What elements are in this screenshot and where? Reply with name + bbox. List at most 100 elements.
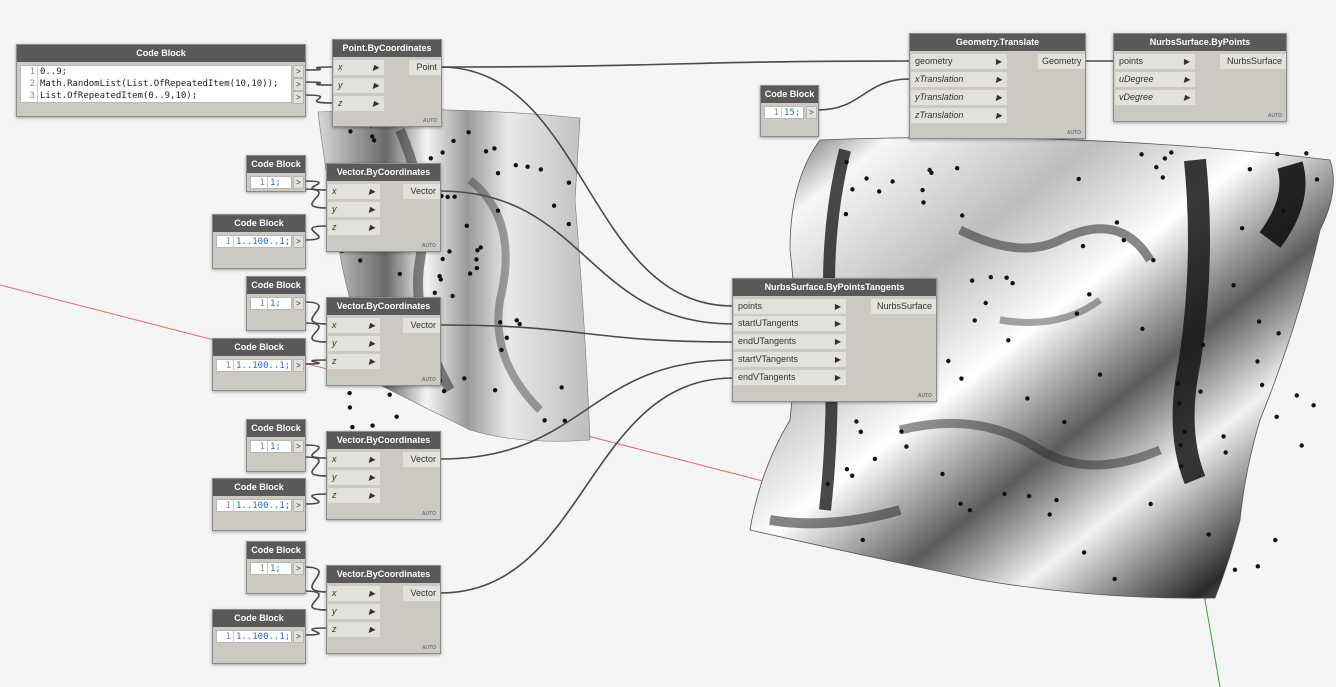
node-title[interactable]: Code Block bbox=[213, 479, 305, 496]
code-line[interactable]: Math.RandomList(List.OfRepeatedItem(10,1… bbox=[40, 79, 279, 89]
output-port-point[interactable]: Point bbox=[409, 60, 441, 75]
input-port-z[interactable]: z▶ bbox=[334, 96, 384, 111]
input-port-y[interactable]: y▶ bbox=[328, 470, 380, 485]
input-port-end-u-tangents[interactable]: endUTangents▶ bbox=[734, 334, 846, 349]
output-port-vector[interactable]: Vector bbox=[403, 452, 440, 467]
input-port-x-translation[interactable]: xTranslation▶ bbox=[911, 72, 1007, 87]
node-title[interactable]: Geometry.Translate bbox=[910, 34, 1085, 51]
code-line[interactable]: 1..100..1; bbox=[236, 361, 291, 371]
output-port-nurbs-surface[interactable]: NurbsSurface bbox=[871, 299, 936, 314]
output-port-geometry[interactable]: Geometry bbox=[1038, 54, 1085, 69]
output-port-vector[interactable]: Vector bbox=[403, 586, 440, 601]
node-title[interactable]: Code Block bbox=[213, 339, 305, 356]
input-port-u-degree[interactable]: uDegree▶ bbox=[1115, 72, 1195, 87]
geometry-translate-node[interactable]: Geometry.Translate geometry▶ xTranslatio… bbox=[909, 33, 1086, 139]
node-title[interactable]: Code Block bbox=[247, 277, 305, 294]
node-title[interactable]: Vector.ByCoordinates bbox=[327, 164, 440, 181]
input-port-y[interactable]: y▶ bbox=[334, 78, 384, 93]
node-title[interactable]: Vector.ByCoordinates bbox=[327, 298, 440, 315]
output-port[interactable]: > bbox=[293, 359, 304, 372]
output-port[interactable]: > bbox=[293, 499, 304, 512]
output-port[interactable]: > bbox=[806, 106, 817, 119]
nurbs-surface-by-points-tangents-node[interactable]: NurbsSurface.ByPointsTangents points▶ st… bbox=[732, 278, 937, 402]
vector-by-coordinates-node[interactable]: Vector.ByCoordinates x▶ y▶ z▶ Vector AUT… bbox=[326, 565, 441, 654]
code-line[interactable]: 1; bbox=[270, 442, 281, 452]
code-line[interactable]: 1; bbox=[270, 178, 281, 188]
output-port[interactable]: > bbox=[293, 176, 304, 189]
node-title[interactable]: Vector.ByCoordinates bbox=[327, 432, 440, 449]
input-port-end-v-tangents[interactable]: endVTangents▶ bbox=[734, 370, 846, 385]
output-port[interactable]: > bbox=[293, 91, 304, 104]
code-line[interactable]: 15; bbox=[784, 108, 801, 118]
vector-by-coordinates-node[interactable]: Vector.ByCoordinates x▶ y▶ z▶ Vector AUT… bbox=[326, 431, 441, 520]
input-port-y[interactable]: y▶ bbox=[328, 604, 380, 619]
input-port-x[interactable]: x▶ bbox=[328, 452, 380, 467]
input-port-z-translation[interactable]: zTranslation▶ bbox=[911, 108, 1007, 123]
input-port-z[interactable]: z▶ bbox=[328, 488, 380, 503]
input-port-start-u-tangents[interactable]: startUTangents▶ bbox=[734, 316, 846, 331]
code-line[interactable]: 1; bbox=[270, 564, 281, 574]
code-line[interactable]: 1..100..1; bbox=[236, 237, 291, 247]
nurbs-surface-by-points-node[interactable]: NurbsSurface.ByPoints points▶ uDegree▶ v… bbox=[1113, 33, 1287, 122]
output-port[interactable]: > bbox=[293, 78, 304, 91]
input-port-z[interactable]: z▶ bbox=[328, 354, 380, 369]
input-port-points[interactable]: points▶ bbox=[734, 299, 846, 314]
input-port-y[interactable]: y▶ bbox=[328, 202, 380, 217]
node-title[interactable]: Code Block bbox=[247, 420, 305, 437]
vector-by-coordinates-node[interactable]: Vector.ByCoordinates x▶ y▶ z▶ Vector AUT… bbox=[326, 297, 441, 386]
output-port-vector[interactable]: Vector bbox=[403, 184, 440, 199]
input-port-start-v-tangents[interactable]: startVTangents▶ bbox=[734, 352, 846, 367]
input-port-y[interactable]: y▶ bbox=[328, 336, 380, 351]
code-line[interactable]: 1..100..1; bbox=[236, 501, 291, 511]
node-title[interactable]: NurbsSurface.ByPointsTangents bbox=[733, 279, 936, 296]
input-port-geometry[interactable]: geometry▶ bbox=[911, 54, 1007, 69]
node-title[interactable]: Code Block bbox=[247, 542, 305, 559]
output-port[interactable]: > bbox=[293, 562, 304, 575]
input-port-x[interactable]: x▶ bbox=[328, 318, 380, 333]
vector-by-coordinates-node[interactable]: Vector.ByCoordinates x▶ y▶ z▶ Vector AUT… bbox=[326, 163, 441, 252]
input-port-y-translation[interactable]: yTranslation▶ bbox=[911, 90, 1007, 105]
code-line[interactable]: 0..9; bbox=[40, 67, 68, 77]
code-line[interactable]: List.OfRepeatedItem(0..9,10); bbox=[40, 91, 198, 101]
input-port-v-degree[interactable]: vDegree▶ bbox=[1115, 90, 1195, 105]
input-port-x[interactable]: x▶ bbox=[328, 586, 380, 601]
input-port-x[interactable]: x▶ bbox=[334, 60, 384, 75]
node-title[interactable]: Code Block bbox=[761, 86, 818, 103]
node-title[interactable]: Code Block bbox=[213, 215, 305, 232]
output-port[interactable]: > bbox=[293, 440, 304, 453]
output-port[interactable]: > bbox=[293, 297, 304, 310]
node-title[interactable]: Vector.ByCoordinates bbox=[327, 566, 440, 583]
node-title[interactable]: Point.ByCoordinates bbox=[333, 40, 441, 57]
node-title[interactable]: NurbsSurface.ByPoints bbox=[1114, 34, 1286, 51]
output-port-vector[interactable]: Vector bbox=[403, 318, 440, 333]
output-port[interactable]: > bbox=[293, 235, 304, 248]
code-line[interactable]: 1; bbox=[270, 299, 281, 309]
input-port-z[interactable]: z▶ bbox=[328, 622, 380, 637]
input-port-x[interactable]: x▶ bbox=[328, 184, 380, 199]
output-port[interactable]: > bbox=[293, 630, 304, 643]
node-title[interactable]: Code Block bbox=[17, 45, 305, 62]
node-title[interactable]: Code Block bbox=[213, 610, 305, 627]
output-port-nurbs-surface[interactable]: NurbsSurface bbox=[1220, 54, 1286, 69]
input-port-z[interactable]: z▶ bbox=[328, 220, 380, 235]
